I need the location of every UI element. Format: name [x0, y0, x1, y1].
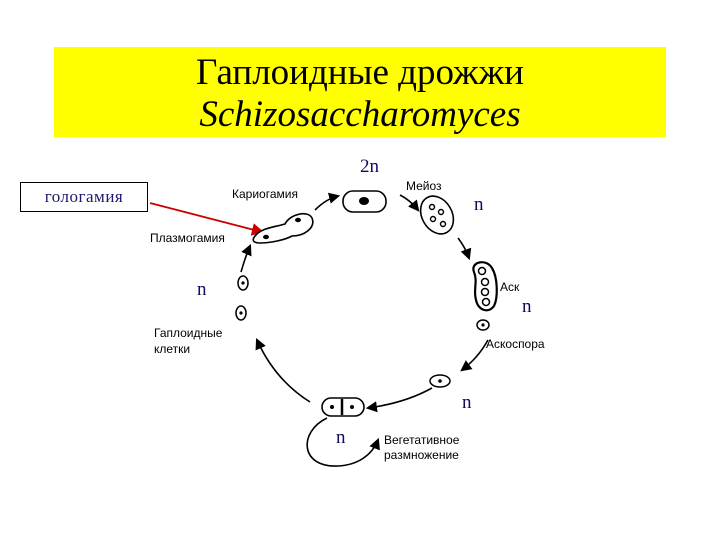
ascospore-label: Аскоспора [486, 337, 545, 351]
hologamy-label-box: гологамия [20, 182, 148, 212]
haploid-cells-label-line1: Гаплоидные [154, 326, 223, 340]
hologamy-label: гологамия [44, 187, 124, 206]
hologamy-arrow [149, 202, 265, 236]
arrow-zygote-to-meiosis [399, 194, 420, 212]
arrow-haploid-to-plasmogamy [240, 243, 252, 273]
ploidy-2n-label: 2n [360, 156, 380, 177]
meiosis-label: Мейоз [406, 179, 442, 193]
ploidy-n-meiosis-label: n [474, 194, 484, 215]
arrow-vegetative-to-haploid [255, 337, 311, 403]
ploidy-n-ascospore-label: n [462, 392, 472, 413]
title-line-2-genus: Schizosaccharomyces [199, 94, 521, 135]
arrow-ascospore-to-vegetative [365, 387, 433, 413]
haploid-cell-small-icon [429, 374, 451, 388]
plasmogamy-label: Плазмогамия [150, 231, 225, 245]
cycle-arrows [240, 192, 489, 467]
vegetative-label-line1: Вегетативное [384, 433, 460, 447]
arrow-karyogamy-to-zygote [314, 192, 341, 211]
ploidy-n-vegetative-label: n [336, 427, 346, 448]
plasmogamy-cell-icon [252, 212, 314, 244]
title-banner: Гаплоидные дрожжи Schizosaccharomyces [54, 47, 666, 137]
arrow-ascus-to-ascospore [460, 339, 489, 372]
haploid-cells-label-line2: клетки [154, 342, 190, 356]
karyogamy-label: Кариогамия [232, 187, 298, 201]
ploidy-n-ascus-label: n [522, 296, 532, 317]
vegetative-label-line2: размножение [384, 448, 459, 462]
ploidy-n-haploid-label: n [197, 279, 207, 300]
dividing-cell-icon [321, 397, 365, 417]
meiosis-cell-icon [419, 195, 455, 235]
arrow-meiosis-to-ascus [457, 237, 472, 261]
ascospore-icon [476, 319, 490, 331]
haploid-cells-icon [235, 275, 249, 321]
ascus-label: Аск [500, 280, 520, 294]
arrow-vegetative-loop [306, 417, 380, 467]
diploid-zygote-icon [342, 190, 387, 213]
title-line-1: Гаплоидные дрожжи [196, 52, 524, 93]
ascus-icon [472, 261, 498, 312]
